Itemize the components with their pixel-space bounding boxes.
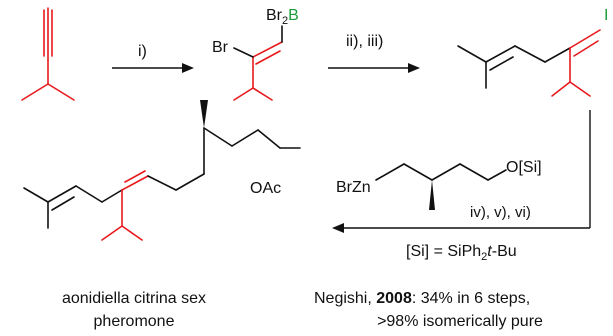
- wedge-methyl: [200, 100, 208, 128]
- diene-bond: [121, 175, 149, 191]
- chain-c6: [257, 129, 281, 149]
- product-name-line2: pheromone: [94, 313, 175, 330]
- chain-c2: [175, 173, 205, 191]
- si-definition: [Si] = SiPh2t-Bu: [406, 243, 517, 263]
- chain-c1: [147, 175, 177, 191]
- chain-ch2-b: [544, 47, 571, 63]
- vinyl-bond: [569, 29, 601, 49]
- chain-ch2-b: [101, 189, 123, 203]
- isopropyl-methyl-right: [252, 87, 273, 101]
- vinyl-iodide-intermediate: [457, 29, 601, 97]
- arrow-step-3: [332, 110, 591, 233]
- citation-line1: Negishi, 2008: 34% in 6 steps,: [314, 290, 530, 307]
- chain-c5: [231, 129, 259, 147]
- arrow-step-1: [112, 63, 194, 73]
- c-br-bond: [233, 47, 254, 58]
- trisub-alkene: [485, 45, 516, 63]
- alkene-double-bond: [255, 50, 281, 65]
- zn-ch2-bond: [375, 163, 405, 181]
- vinylborane-intermediate: [233, 25, 283, 101]
- chain-ch2-a: [75, 185, 103, 203]
- ch2-ch2-bond: [459, 163, 489, 181]
- isopropyl-methyl-right: [569, 81, 591, 97]
- organozinc-reagent: [375, 163, 507, 210]
- ch2-ch-bond: [403, 163, 433, 181]
- alkyne-methyl-left: [21, 83, 49, 101]
- arrow-head: [182, 63, 194, 73]
- trisub-alkene: [47, 185, 77, 203]
- chain-ch2-a: [514, 45, 546, 63]
- isopropyl-methyl-left: [101, 225, 123, 241]
- br-label: Br: [212, 39, 229, 56]
- methyl-bond-up: [457, 45, 487, 63]
- vinyl-double-bond: [573, 40, 599, 57]
- trisub-alkene-second: [51, 196, 75, 211]
- isopropyl-methyl-left: [233, 87, 254, 101]
- alkyne-methyl-right: [47, 83, 75, 101]
- step-3-label: iv), v), vi): [470, 204, 531, 221]
- chain-c4: [203, 127, 233, 147]
- starting-alkyne: [21, 7, 75, 101]
- br2b-label: Br2B: [266, 7, 299, 27]
- oac-label: OAc: [250, 180, 281, 197]
- step-1-label: i): [138, 43, 147, 60]
- ch2-o-bond: [487, 169, 507, 181]
- pheromone-product: [23, 100, 301, 241]
- arrow-head: [332, 223, 344, 233]
- alkene-bond: [252, 41, 283, 58]
- diene-double-bond: [124, 170, 146, 183]
- isopropyl-methyl-left: [551, 81, 571, 97]
- wedge-methyl: [429, 180, 435, 210]
- osi-label: O[Si]: [506, 159, 542, 176]
- step-2-label: ii), iii): [346, 33, 383, 50]
- gem-methyl-a: [23, 187, 49, 203]
- iodine-label: I: [604, 7, 608, 24]
- brzn-label: BrZn: [336, 179, 371, 196]
- isopropyl-methyl-right: [121, 225, 143, 241]
- arrow-step-2: [328, 63, 420, 73]
- trisub-alkene-second: [489, 56, 514, 71]
- product-name-line1: aonidiella citrina sex: [62, 290, 206, 307]
- arrow-head: [408, 63, 420, 73]
- ch-ch2-bond: [431, 163, 461, 181]
- citation-line2: >98% isomerically pure: [377, 313, 543, 330]
